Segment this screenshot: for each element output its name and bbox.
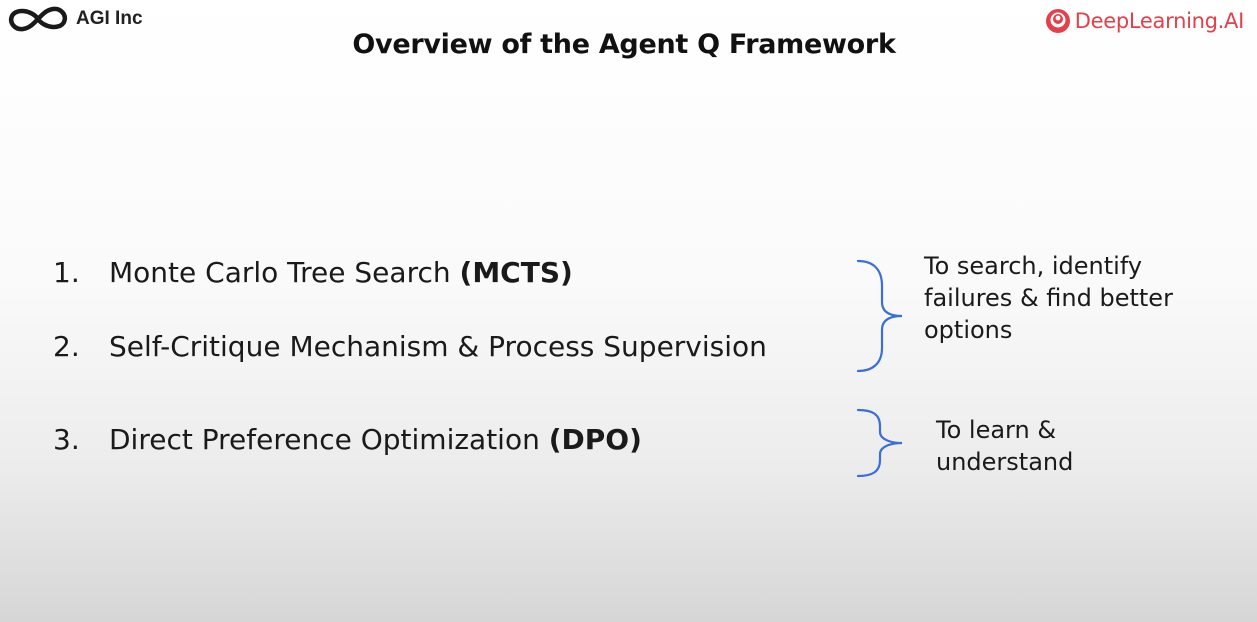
list-item-self-critique: 2. Self-Critique Mechanism & Process Sup…	[53, 330, 767, 363]
agi-inc-name: AGI Inc	[76, 8, 143, 29]
agi-inc-logo: AGI Inc	[6, 5, 143, 33]
item-text: Monte Carlo Tree Search	[109, 256, 451, 289]
note-line: understand	[936, 448, 1074, 476]
item-acronym: (DPO)	[548, 423, 642, 456]
item-number: 3.	[53, 423, 80, 456]
item-text: Direct Preference Optimization	[109, 423, 540, 456]
slide-title: Overview of the Agent Q Framework	[352, 29, 896, 60]
item-acronym: (MCTS)	[459, 256, 573, 289]
list-item-dpo: 3. Direct Preference Optimization (DPO)	[53, 423, 642, 456]
note-line: options	[924, 316, 1013, 344]
deeplearning-name: DeepLearning.AI	[1074, 9, 1245, 33]
deeplearning-logo-icon	[1045, 9, 1070, 33]
item-number: 2.	[53, 330, 80, 363]
infinity-icon	[9, 6, 67, 32]
deeplearning-logo: DeepLearning.AI	[1044, 7, 1244, 35]
note-learn: To learn & understand	[936, 414, 1073, 478]
item-text: Self-Critique Mechanism & Process Superv…	[109, 330, 767, 363]
note-line: To learn &	[936, 416, 1057, 444]
note-line: To search, identify	[924, 252, 1143, 280]
note-search: To search, identify failures & find bett…	[924, 250, 1173, 346]
list-item-mcts: 1. Monte Carlo Tree Search (MCTS)	[53, 256, 573, 289]
curly-brace-icon	[856, 408, 903, 478]
note-line: failures & find better	[924, 284, 1173, 312]
item-number: 1.	[53, 256, 80, 289]
curly-brace-icon	[856, 259, 903, 373]
